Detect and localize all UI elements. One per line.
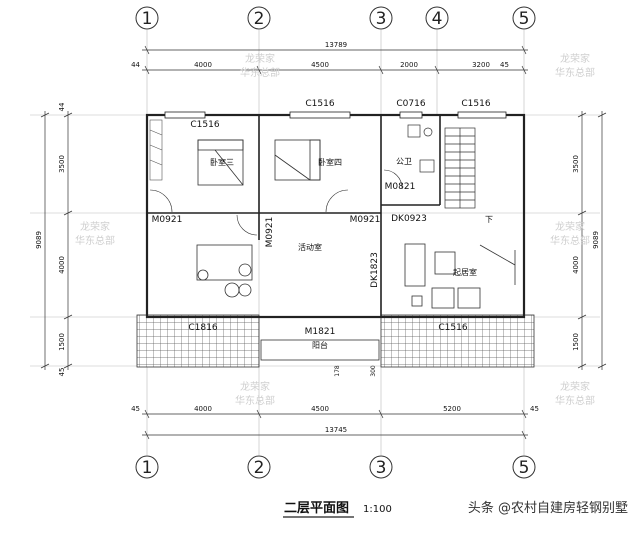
axis-bubbles-bottom [135,455,536,479]
label-stair-down: 下 [485,215,493,224]
dim-top-start: 44 [131,61,140,69]
axis-label-top-5: 5 [519,9,530,29]
label-door-m0921-left: M0921 [152,215,183,225]
living-room-furniture [404,243,516,309]
dim-top-end: 45 [500,61,509,69]
dimension-lines-bottom [142,409,528,440]
dimension-lines-top [142,45,528,75]
bed-bedroom3 [197,139,244,186]
balcony-tile-left [136,314,260,368]
watermark-1: 龙荣家 [245,52,275,65]
watermark-8: 华东总部 [550,234,590,247]
dim-right-seg-2: 4000 [572,256,580,274]
label-door-m1821: M1821 [305,327,336,337]
door-swings [149,169,403,236]
label-room-balcony: 阳台 [312,340,328,350]
axis-label-top-3: 3 [376,9,387,29]
watermark-2: 华东总部 [240,66,280,79]
stairs [444,127,476,209]
dim-left-bottom: 45 [58,368,66,377]
dim-left-seg-2: 4000 [58,256,66,274]
dim-bottom-start: 45 [131,405,140,413]
label-door-m0921-mid: M0921 [350,215,381,225]
label-room-bedroom4: 卧室四 [318,157,342,167]
label-window-c1516-br: C1516 [438,323,467,333]
dim-right-seg-3: 1500 [572,333,580,351]
dim-top-seg-2: 4500 [311,61,329,69]
axis-label-bottom-1: 1 [142,458,153,478]
watermark-9: 龙荣家 [240,380,270,393]
axis-bubbles-top [135,6,536,30]
watermark-group: 龙荣家 华东总部 龙荣家 华东总部 龙荣家 华东总部 龙荣家 华东总部 龙荣家 … [75,52,595,407]
label-room-living: 起居室 [453,267,477,277]
watermark-5: 龙荣家 [80,220,110,233]
dimension-lines-right [577,111,607,370]
drawing-scale: 1:100 [363,504,392,515]
dim-bottom-end: 45 [530,405,539,413]
dim-top-seg-4: 3200 [472,61,490,69]
dim-bottom-seg-3: 5200 [443,405,461,413]
label-door-dk0923: DK0923 [391,214,427,224]
dim-right-seg-1: 3500 [572,155,580,173]
dim-bottom-seg-2: 4500 [311,405,329,413]
dim-top-seg-1: 4000 [194,61,212,69]
axis-label-top-4: 4 [432,9,443,29]
axis-label-bottom-2: 2 [254,458,265,478]
bathroom-fixtures [407,124,435,173]
interior-walls [147,115,441,317]
label-room-activity: 活动室 [298,242,322,252]
axis-label-top-1: 1 [142,9,153,29]
watermark-4: 华东总部 [555,66,595,79]
axis-label-bottom-5: 5 [519,458,530,478]
footer-credit: 头条 @农村自建房轻钢别墅 [468,500,628,516]
watermark-6: 华东总部 [75,234,115,247]
bed-bedroom4 [274,139,321,181]
dim-top-seg-3: 2000 [400,61,418,69]
dim-300: 300 [370,365,377,377]
dim-left-total: 9089 [35,231,43,249]
label-window-c1516-tl: C1516 [190,120,219,130]
label-window-c1816: C1816 [188,323,217,333]
desk-set [196,244,253,298]
dim-left-seg-3: 1500 [58,333,66,351]
dimension-lines-left [40,111,73,370]
balcony-center [260,339,380,361]
balcony-tile-right [380,314,535,368]
dim-top-total: 13789 [325,41,347,49]
axis-label-top-2: 2 [254,9,265,29]
axis-label-bottom-3: 3 [376,458,387,478]
watermark-11: 龙荣家 [560,380,590,393]
label-window-c1516-tm: C1516 [305,99,334,109]
label-window-c0716: C0716 [396,99,425,109]
drawing-title: 二层平面图 [284,501,349,516]
watermark-12: 华东总部 [555,394,595,407]
label-door-m0821: M0821 [385,182,416,192]
dim-left-seg-1: 3500 [58,155,66,173]
watermark-10: 华东总部 [235,394,275,407]
dim-left-top: 44 [58,102,66,111]
label-door-m0921-vertical: M0921 [265,217,275,248]
label-door-dk1823: DK1823 [370,252,380,288]
dim-bottom-total: 13745 [325,426,347,434]
dim-right-total: 9089 [592,231,600,249]
watermark-7: 龙荣家 [555,220,585,233]
wardrobe [149,119,163,181]
exterior-walls [145,113,526,319]
label-window-c1516-tr: C1516 [461,99,490,109]
dim-178: 178 [334,365,341,377]
dim-bottom-seg-1: 4000 [194,405,212,413]
windows-top [164,111,507,119]
watermark-3: 龙荣家 [560,52,590,65]
label-room-bedroom3: 卧室三 [210,157,234,167]
label-room-bathroom: 公卫 [396,157,412,166]
